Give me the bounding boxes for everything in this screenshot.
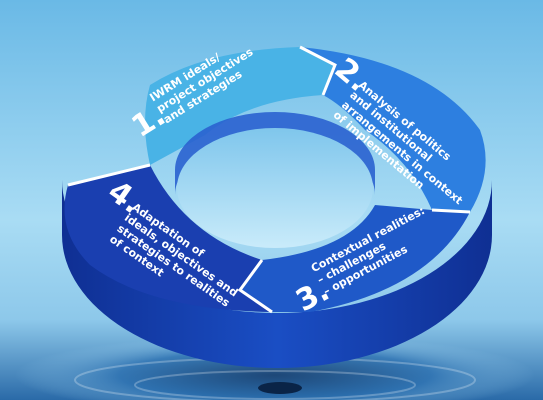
ring-outer-wall (62, 180, 492, 368)
separator-4-1 (67, 163, 151, 187)
separator-3-4 (237, 259, 273, 314)
segment-2[interactable] (300, 47, 486, 212)
segment-3[interactable] (240, 205, 470, 312)
water-drop-splash (258, 382, 302, 394)
ring-hole-wall (175, 112, 375, 195)
separator-1-2 (299, 45, 337, 96)
segment-4[interactable] (64, 165, 273, 312)
segment-1[interactable] (145, 47, 335, 165)
ring-segments (64, 47, 486, 312)
segment-separators (67, 45, 471, 314)
separator-2-3 (431, 208, 471, 214)
ring-hole (177, 128, 373, 248)
ripple-ring-2 (134, 370, 416, 400)
